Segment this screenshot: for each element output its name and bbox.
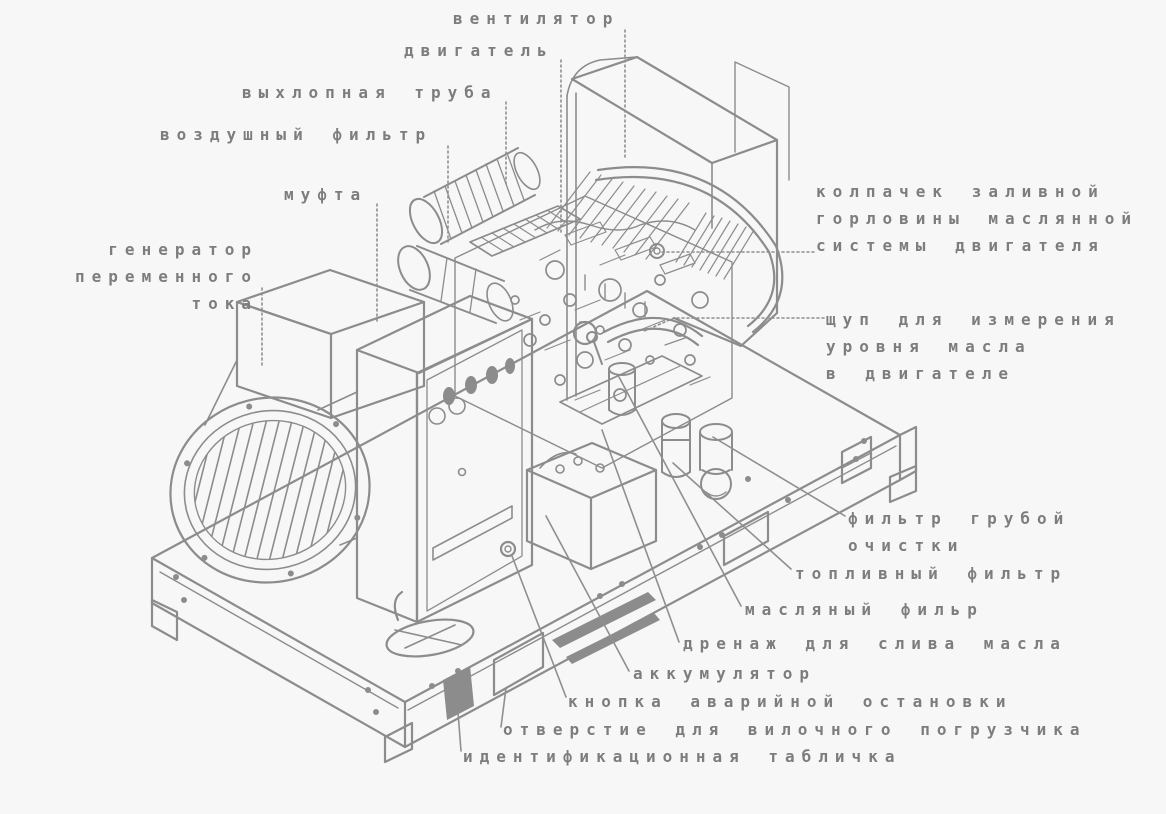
- alternator-drawing: [169, 268, 426, 584]
- emergency-stop-button-drawing: [499, 540, 517, 558]
- label-exhaust-pipe: выхлопная труба: [242, 83, 498, 102]
- label-fan: вентилятор: [453, 9, 620, 28]
- label-engine: двигатель: [404, 41, 554, 60]
- label-dipstick: щуп для измерения уровня масла в двигате…: [826, 310, 1121, 383]
- leader-battery: [545, 515, 630, 672]
- label-alternator: генератор переменного тока: [75, 240, 258, 313]
- label-forklift-opening: отверстие для вилочного погрузчика: [503, 720, 1087, 739]
- label-oil-drain: дренаж для слива масла: [683, 634, 1067, 653]
- battery-drawing: [499, 441, 658, 571]
- leader-id-plate: [457, 711, 462, 752]
- leader-forklift-opening: [500, 687, 507, 728]
- label-coupling: муфта: [284, 185, 368, 204]
- forklift-opening-cutout: [492, 631, 545, 697]
- skid-base-drawing: [150, 289, 918, 764]
- label-air-filter: воздушный фильтр: [160, 125, 433, 144]
- leader-emergency-stop: [511, 555, 567, 698]
- leader-coarse-filter: [712, 436, 846, 517]
- label-coarse-filter: фильтр грубой очистки: [848, 509, 1071, 555]
- label-emergency-stop: кнопка аварийной остановки: [568, 692, 1013, 711]
- control-panel-drawing: [355, 294, 534, 624]
- label-fuel-filter: топливный фильтр: [795, 564, 1068, 583]
- label-id-plate: идентификационная табличка: [463, 747, 902, 766]
- leader-fuel-filter: [672, 462, 792, 570]
- filters-drawing: [608, 362, 733, 500]
- label-oil-filter: масляный фильр: [745, 600, 984, 619]
- exhaust-pipe-drawing: [408, 147, 541, 245]
- air-filter-drawing: [397, 245, 514, 324]
- leader-lines: [261, 29, 846, 752]
- forklift-opening-cutout: [722, 510, 770, 567]
- label-oil-filler-cap: колпачек заливной горловины маслянной си…: [816, 182, 1139, 255]
- leader-oil-drain: [601, 429, 680, 643]
- label-battery: аккумулятор: [633, 664, 816, 683]
- radiator-fan-drawing: [546, 55, 790, 401]
- leader-oil-filter: [618, 376, 742, 607]
- leader-dipstick: [641, 317, 825, 333]
- id-plate-drawing: [443, 666, 474, 720]
